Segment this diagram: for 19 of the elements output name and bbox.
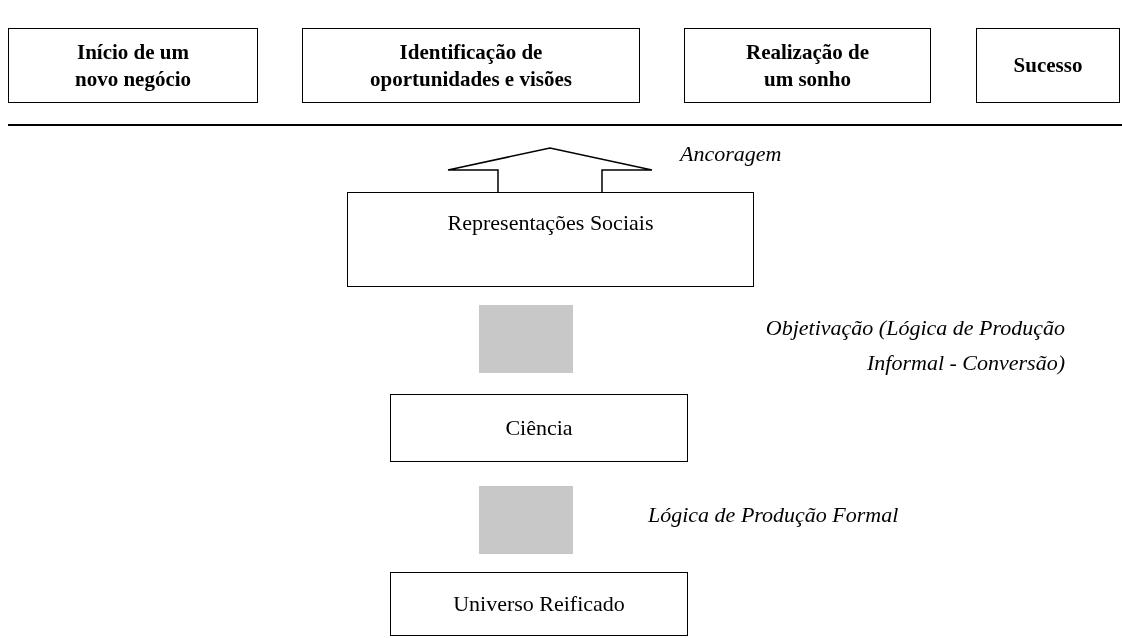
- box-label: Início de um novo negócio: [73, 39, 193, 92]
- box-label: Universo Reificado: [453, 590, 625, 618]
- text-box: [390, 572, 688, 636]
- shaded-block: [479, 486, 573, 554]
- box-label: Realização de um sonho: [744, 39, 870, 92]
- shaded-block: [479, 305, 573, 373]
- box-label: Sucesso: [1013, 52, 1083, 79]
- box-label: Ciência: [505, 414, 573, 442]
- side-note: Objetivação (Lógica de Produção Informal - Conversão): [764, 314, 1065, 378]
- box-label: Identificação de oportunidades e visões: [369, 39, 573, 92]
- side-note: Lógica de Produção Formal: [648, 501, 900, 529]
- text-box: [390, 394, 688, 462]
- box-label: Representações Sociais: [447, 209, 654, 237]
- text-box: [976, 28, 1120, 103]
- text-box: [684, 28, 931, 103]
- text-box: [347, 192, 754, 287]
- text-box: [302, 28, 640, 103]
- side-note: Ancoragem: [680, 140, 783, 168]
- text-box: [8, 28, 258, 103]
